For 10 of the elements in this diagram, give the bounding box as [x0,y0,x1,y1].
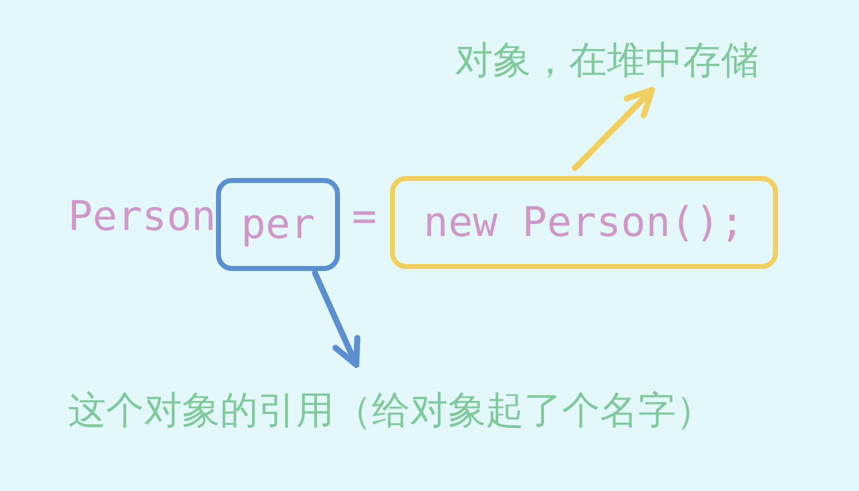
annotation-text: 对象，在堆中存储 [455,38,759,84]
highlight-box [216,178,340,271]
arrow [312,270,360,368]
highlight-box [390,176,778,269]
annotation-text: 这个对象的引用（给对象起了个名字） [68,388,714,434]
code-text: = [352,196,377,237]
code-text: Person [68,196,216,237]
code-text: per [240,204,316,245]
code-text: new Person(); [424,202,744,243]
arrow [572,86,656,171]
